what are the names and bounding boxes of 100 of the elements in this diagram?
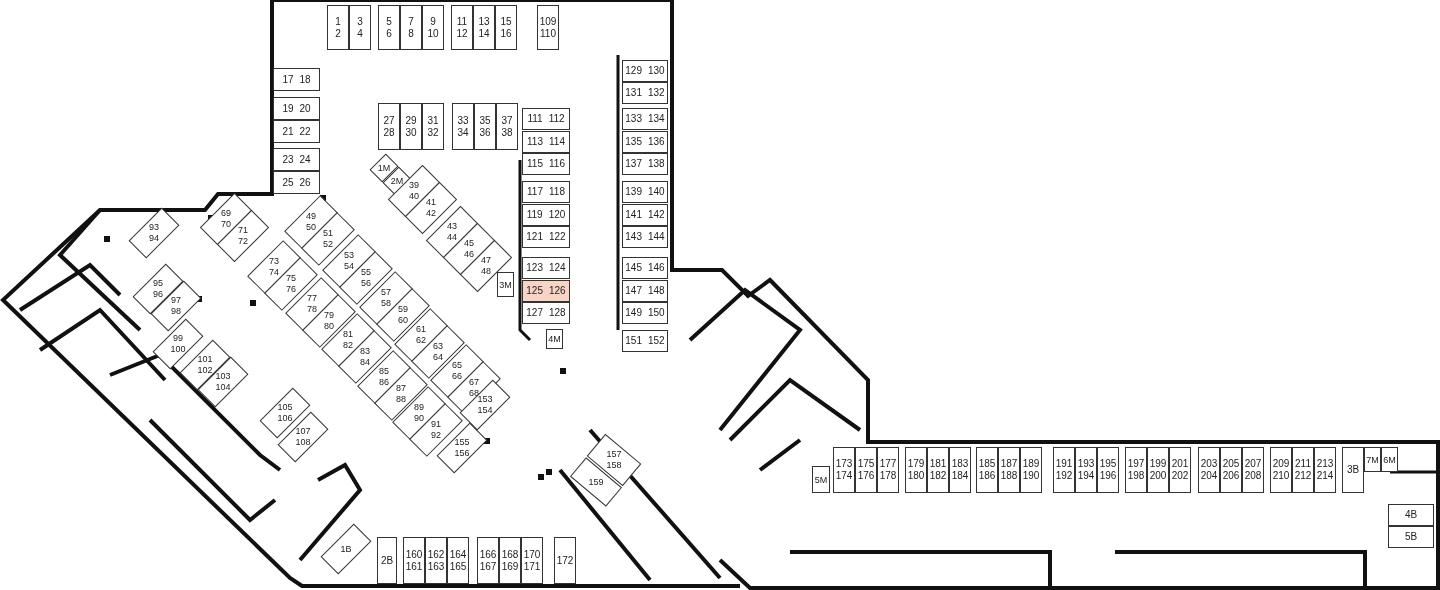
stall-number: 140 — [648, 186, 665, 198]
parking-stall — [1388, 526, 1434, 548]
stall-number: 51 — [323, 228, 333, 239]
stall-number: 46 — [464, 249, 474, 260]
parking-stall — [622, 153, 668, 175]
stall-number: 213 — [1316, 458, 1334, 470]
stall-number: 40 — [409, 191, 419, 202]
stall-number: 205 — [1222, 458, 1240, 470]
parking-stall — [521, 537, 543, 584]
stall-number: 190 — [1022, 470, 1040, 482]
stall-number: 116 — [549, 158, 565, 170]
stall-number: 6 — [386, 27, 392, 40]
stall-number: 20 — [299, 102, 311, 115]
parking-stall — [499, 537, 521, 584]
stall-number: 139 — [625, 186, 642, 198]
parking-stall — [522, 302, 570, 324]
stall-number: 82 — [343, 340, 353, 351]
parking-stall — [522, 204, 570, 226]
stall-number: 177 — [879, 458, 897, 470]
stall-number: 211 — [1295, 458, 1311, 470]
stall-number: 168 — [501, 548, 519, 561]
stall-number: 29 — [405, 114, 417, 127]
stall-number: 22 — [299, 125, 311, 138]
stall-number: 194 — [1077, 470, 1095, 482]
stall-number: 124 — [549, 262, 566, 274]
stall-number: 4M — [548, 333, 561, 345]
stall-number: 56 — [361, 278, 371, 289]
stall-number: 149 — [625, 307, 642, 319]
stall-number: 187 — [1000, 458, 1018, 470]
stall-number: 133 — [625, 113, 642, 125]
parking-stall — [403, 537, 425, 584]
stall-number: 5M — [814, 473, 828, 486]
stall-number: 65 — [452, 360, 462, 371]
stall-number: 203 — [1200, 458, 1218, 470]
stall-number: 94 — [149, 233, 159, 244]
stall-number: 17 — [282, 73, 294, 86]
stall-number: 208 — [1244, 470, 1262, 482]
stall-number: 76 — [286, 284, 296, 295]
stall-number: 2 — [335, 27, 341, 40]
stall-number: 115 — [527, 158, 543, 170]
parking-stall — [447, 537, 469, 584]
stall-number: 74 — [269, 267, 279, 278]
highlighted-parking-stall — [522, 280, 570, 302]
stall-number: 121 — [526, 231, 543, 243]
stall-number: 188 — [1000, 470, 1018, 482]
stall-number: 204 — [1200, 470, 1218, 482]
stall-number: 12 — [456, 27, 468, 40]
stall-number: 114 — [549, 136, 565, 148]
parking-stall — [877, 447, 899, 493]
stall-number: 48 — [481, 266, 491, 277]
parking-stall — [905, 447, 927, 493]
stall-number: 167 — [479, 560, 497, 573]
stall-number: 111 — [527, 113, 543, 125]
stall-number: 39 — [409, 180, 419, 191]
parking-stall — [546, 329, 563, 349]
stall-number: 61 — [416, 324, 426, 335]
stall-number: 96 — [153, 289, 163, 300]
stall-number: 171 — [523, 560, 541, 573]
parking-stall — [622, 330, 668, 352]
stall-number: 89 — [414, 402, 424, 413]
stall-number: 67 — [469, 377, 479, 388]
stall-number: 155 — [454, 437, 470, 448]
parking-stall — [1125, 447, 1147, 493]
stall-number: 26 — [299, 176, 311, 189]
stall-number: 23 — [282, 153, 294, 166]
stall-number: 10 — [427, 27, 439, 40]
stall-number: 170 — [523, 548, 541, 561]
stall-number: 35 — [479, 114, 491, 127]
stall-number: 81 — [343, 329, 353, 340]
stall-number: 183 — [951, 458, 969, 470]
parking-stall — [522, 181, 570, 203]
stall-number: 33 — [457, 114, 469, 127]
stall-number: 181 — [929, 458, 947, 470]
stall-number: 60 — [398, 315, 408, 326]
stall-number: 49 — [306, 211, 316, 222]
stall-number: 154 — [477, 405, 493, 416]
parking-stall — [425, 537, 447, 584]
stall-number: 147 — [625, 285, 642, 297]
stall-number: 206 — [1222, 470, 1240, 482]
stall-number: 196 — [1099, 470, 1117, 482]
stall-number: 162 — [427, 548, 445, 561]
parking-stall — [927, 447, 949, 493]
stall-number: 180 — [907, 470, 925, 482]
stall-number: 135 — [625, 136, 642, 148]
stall-number: 143 — [625, 231, 642, 243]
stall-number: 128 — [549, 307, 566, 319]
stall-number: 64 — [433, 352, 443, 363]
parking-stall — [273, 171, 320, 194]
stall-number: 45 — [464, 238, 474, 249]
stall-number: 16 — [500, 27, 512, 40]
stall-number: 36 — [479, 126, 491, 139]
parking-stall — [1075, 447, 1097, 493]
stall-number: 19 — [282, 102, 294, 115]
parking-stall — [378, 103, 400, 150]
parking-stall — [273, 120, 320, 143]
stall-number: 1 — [335, 15, 341, 28]
parking-stall — [327, 5, 349, 50]
stall-number: 27 — [383, 114, 395, 127]
stall-number: 6M — [1383, 453, 1396, 466]
stall-number: 212 — [1294, 470, 1312, 482]
